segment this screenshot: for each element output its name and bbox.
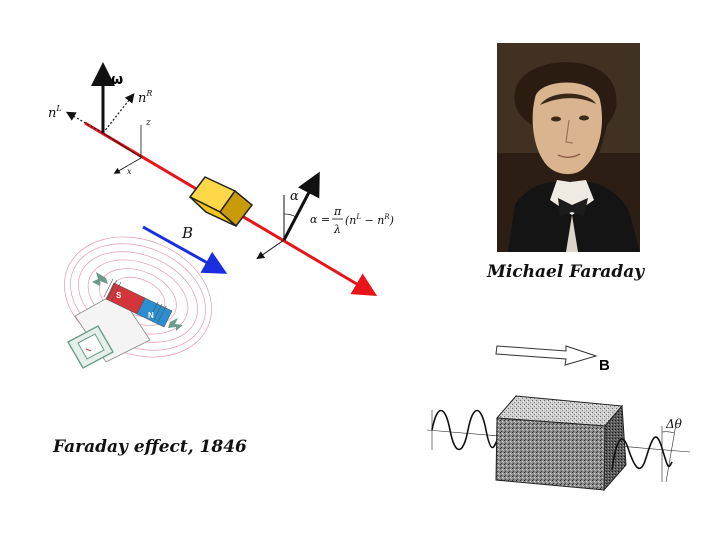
michael-faraday-portrait [497, 43, 640, 252]
omega-label: ω [111, 72, 123, 88]
effect-caption: Faraday effect, 1846 [53, 437, 247, 457]
svg-text:nR: nR [138, 89, 152, 106]
field-b-label: B [181, 224, 193, 242]
output-polarization-frame: α [256, 171, 320, 260]
polarization-crystal-diagram: Δθ [426, 395, 691, 492]
svg-text:nL: nL [48, 104, 62, 121]
svg-text:S: S [116, 291, 122, 300]
field-b-label-right: B [599, 357, 610, 374]
svg-text:(nL − nR): (nL − nR) [345, 213, 394, 227]
delta-theta-label: Δθ [665, 417, 683, 431]
field-arrow-right [495, 345, 598, 366]
svg-text:π: π [333, 205, 342, 218]
svg-text:N: N [148, 311, 154, 320]
input-polarization-frame: ω nL nR z x [48, 62, 152, 176]
svg-text:z: z [145, 118, 151, 128]
electromagnet-illustration: S N [64, 236, 212, 369]
alpha-label: α [290, 189, 299, 204]
svg-text:α =: α = [310, 213, 330, 226]
faraday-crystal [188, 176, 254, 228]
svg-text:x: x [127, 167, 132, 176]
rotation-formula: α = π λ (nL − nR) [310, 205, 394, 236]
portrait-caption: Michael Faraday [487, 262, 645, 282]
svg-text:λ: λ [333, 223, 341, 236]
magnetic-field-arrow [142, 225, 228, 274]
